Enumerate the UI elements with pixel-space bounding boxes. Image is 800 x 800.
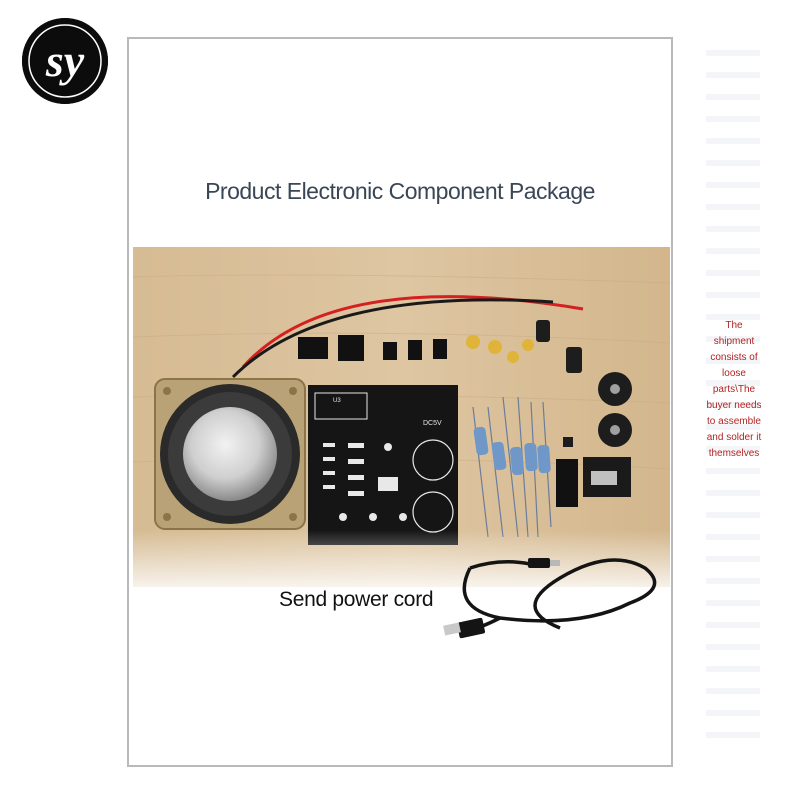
speaker [154, 378, 306, 530]
usb-power-cable [440, 548, 676, 648]
assembly-note: The shipment consists of loose parts\The… [706, 320, 762, 459]
brand-logo-icon: sy [22, 18, 108, 104]
faded-side-column [706, 50, 760, 750]
black-wire [231, 298, 554, 379]
page-title: Product Electronic Component Package [205, 178, 595, 204]
pcb-module-label: U3 [333, 398, 341, 404]
logo-text: sy [45, 35, 85, 86]
circuit-board: U3 DC5V [308, 385, 458, 545]
photo-fade [133, 530, 670, 600]
power-cord-label: Send power cord [279, 588, 434, 611]
pcb-dc-label: DC5V [423, 420, 442, 427]
brand-logo: sy [22, 18, 108, 104]
